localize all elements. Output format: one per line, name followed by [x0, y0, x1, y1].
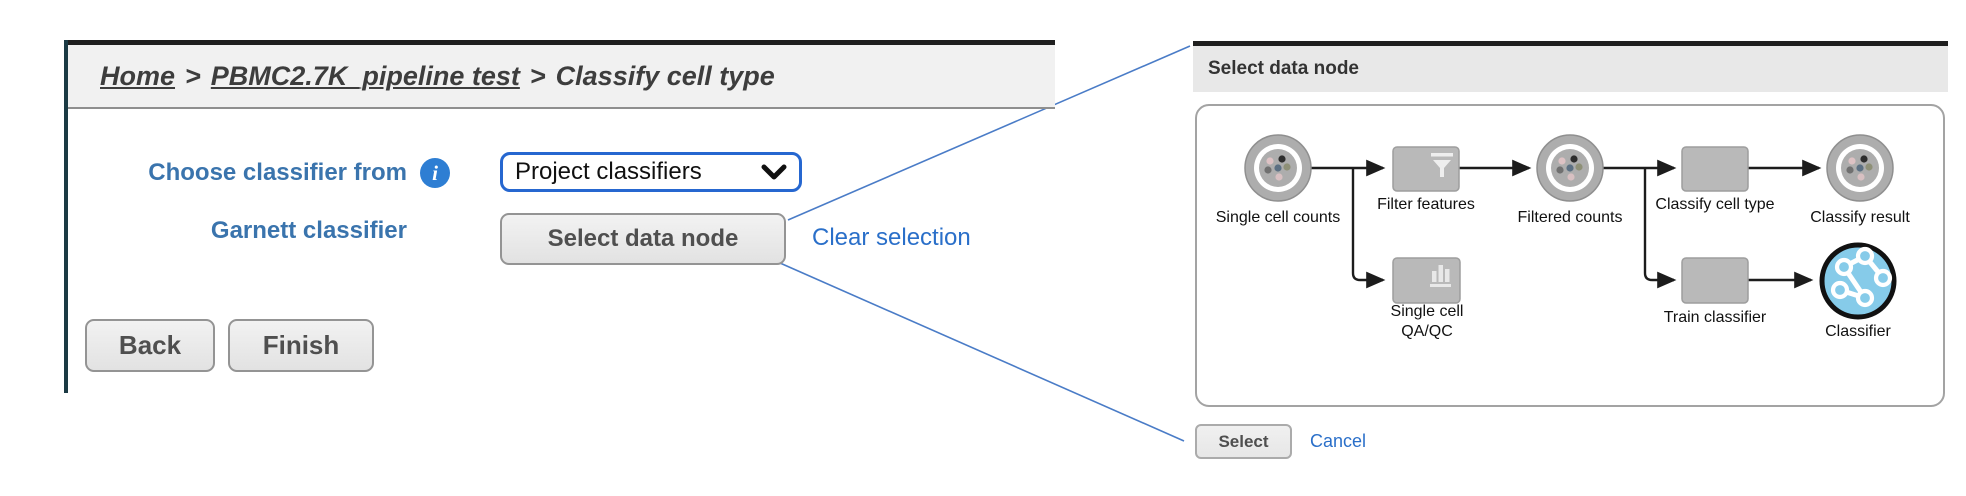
funnel-icon: [1431, 153, 1453, 177]
clear-selection-link[interactable]: Clear selection: [812, 224, 971, 251]
pipeline-task-single-cell-qaqc[interactable]: [1392, 257, 1461, 304]
back-button[interactable]: Back: [85, 319, 215, 372]
data-node-icon: [1244, 134, 1312, 202]
panel-top-border: [64, 40, 1055, 45]
pipeline-task-classify-cell-type[interactable]: [1681, 146, 1749, 192]
select-data-node-button[interactable]: Select data node: [500, 213, 786, 265]
breadcrumb-current-page: Classify cell type: [555, 60, 775, 91]
panel-left-border: [64, 40, 68, 393]
breadcrumb: Home > PBMC2.7K_pipeline test > Classify cel…: [100, 61, 775, 92]
pipeline-node-single-cell-counts[interactable]: [1244, 134, 1312, 202]
dialog-header: Select data node: [1193, 46, 1948, 92]
data-node-icon: [1536, 134, 1604, 202]
pipeline-task-train-classifier[interactable]: [1681, 257, 1749, 304]
classifier-source-select[interactable]: Project classifiers: [500, 152, 802, 192]
pipeline-node-classify-result[interactable]: [1826, 134, 1894, 202]
pipeline-node-classifier[interactable]: [1819, 242, 1897, 320]
pipeline-edges: [1311, 159, 1822, 289]
bar-chart-icon: [1430, 265, 1451, 287]
dialog-select-button[interactable]: Select: [1195, 424, 1292, 459]
data-node-icon: [1826, 134, 1894, 202]
pipeline-node-filtered-counts[interactable]: [1536, 134, 1604, 202]
dialog-title: Select data node: [1208, 58, 1359, 79]
breadcrumb-project[interactable]: PBMC2.7K_pipeline test: [210, 60, 520, 91]
breadcrumb-bar: Home > PBMC2.7K_pipeline test > Classify cel…: [68, 45, 1055, 109]
garnett-classifier-label: Garnett classifier: [210, 217, 407, 244]
chevron-down-icon: [761, 164, 787, 180]
breadcrumb-separator: >: [185, 60, 201, 91]
breadcrumb-separator: >: [529, 60, 546, 91]
network-icon: [1830, 246, 1893, 308]
choose-classifier-label: Choose classifier from: [148, 159, 407, 186]
breadcrumb-home[interactable]: Home: [100, 60, 176, 91]
info-icon[interactable]: i: [420, 158, 450, 188]
dialog-top-border: [1193, 41, 1948, 46]
pipeline-diagram: [1244, 134, 1897, 320]
pipeline-task-filter-features[interactable]: [1392, 146, 1460, 192]
finish-button[interactable]: Finish: [228, 319, 374, 372]
classifier-source-value: Project classifiers: [515, 158, 702, 185]
dialog-cancel-link[interactable]: Cancel: [1310, 431, 1367, 451]
